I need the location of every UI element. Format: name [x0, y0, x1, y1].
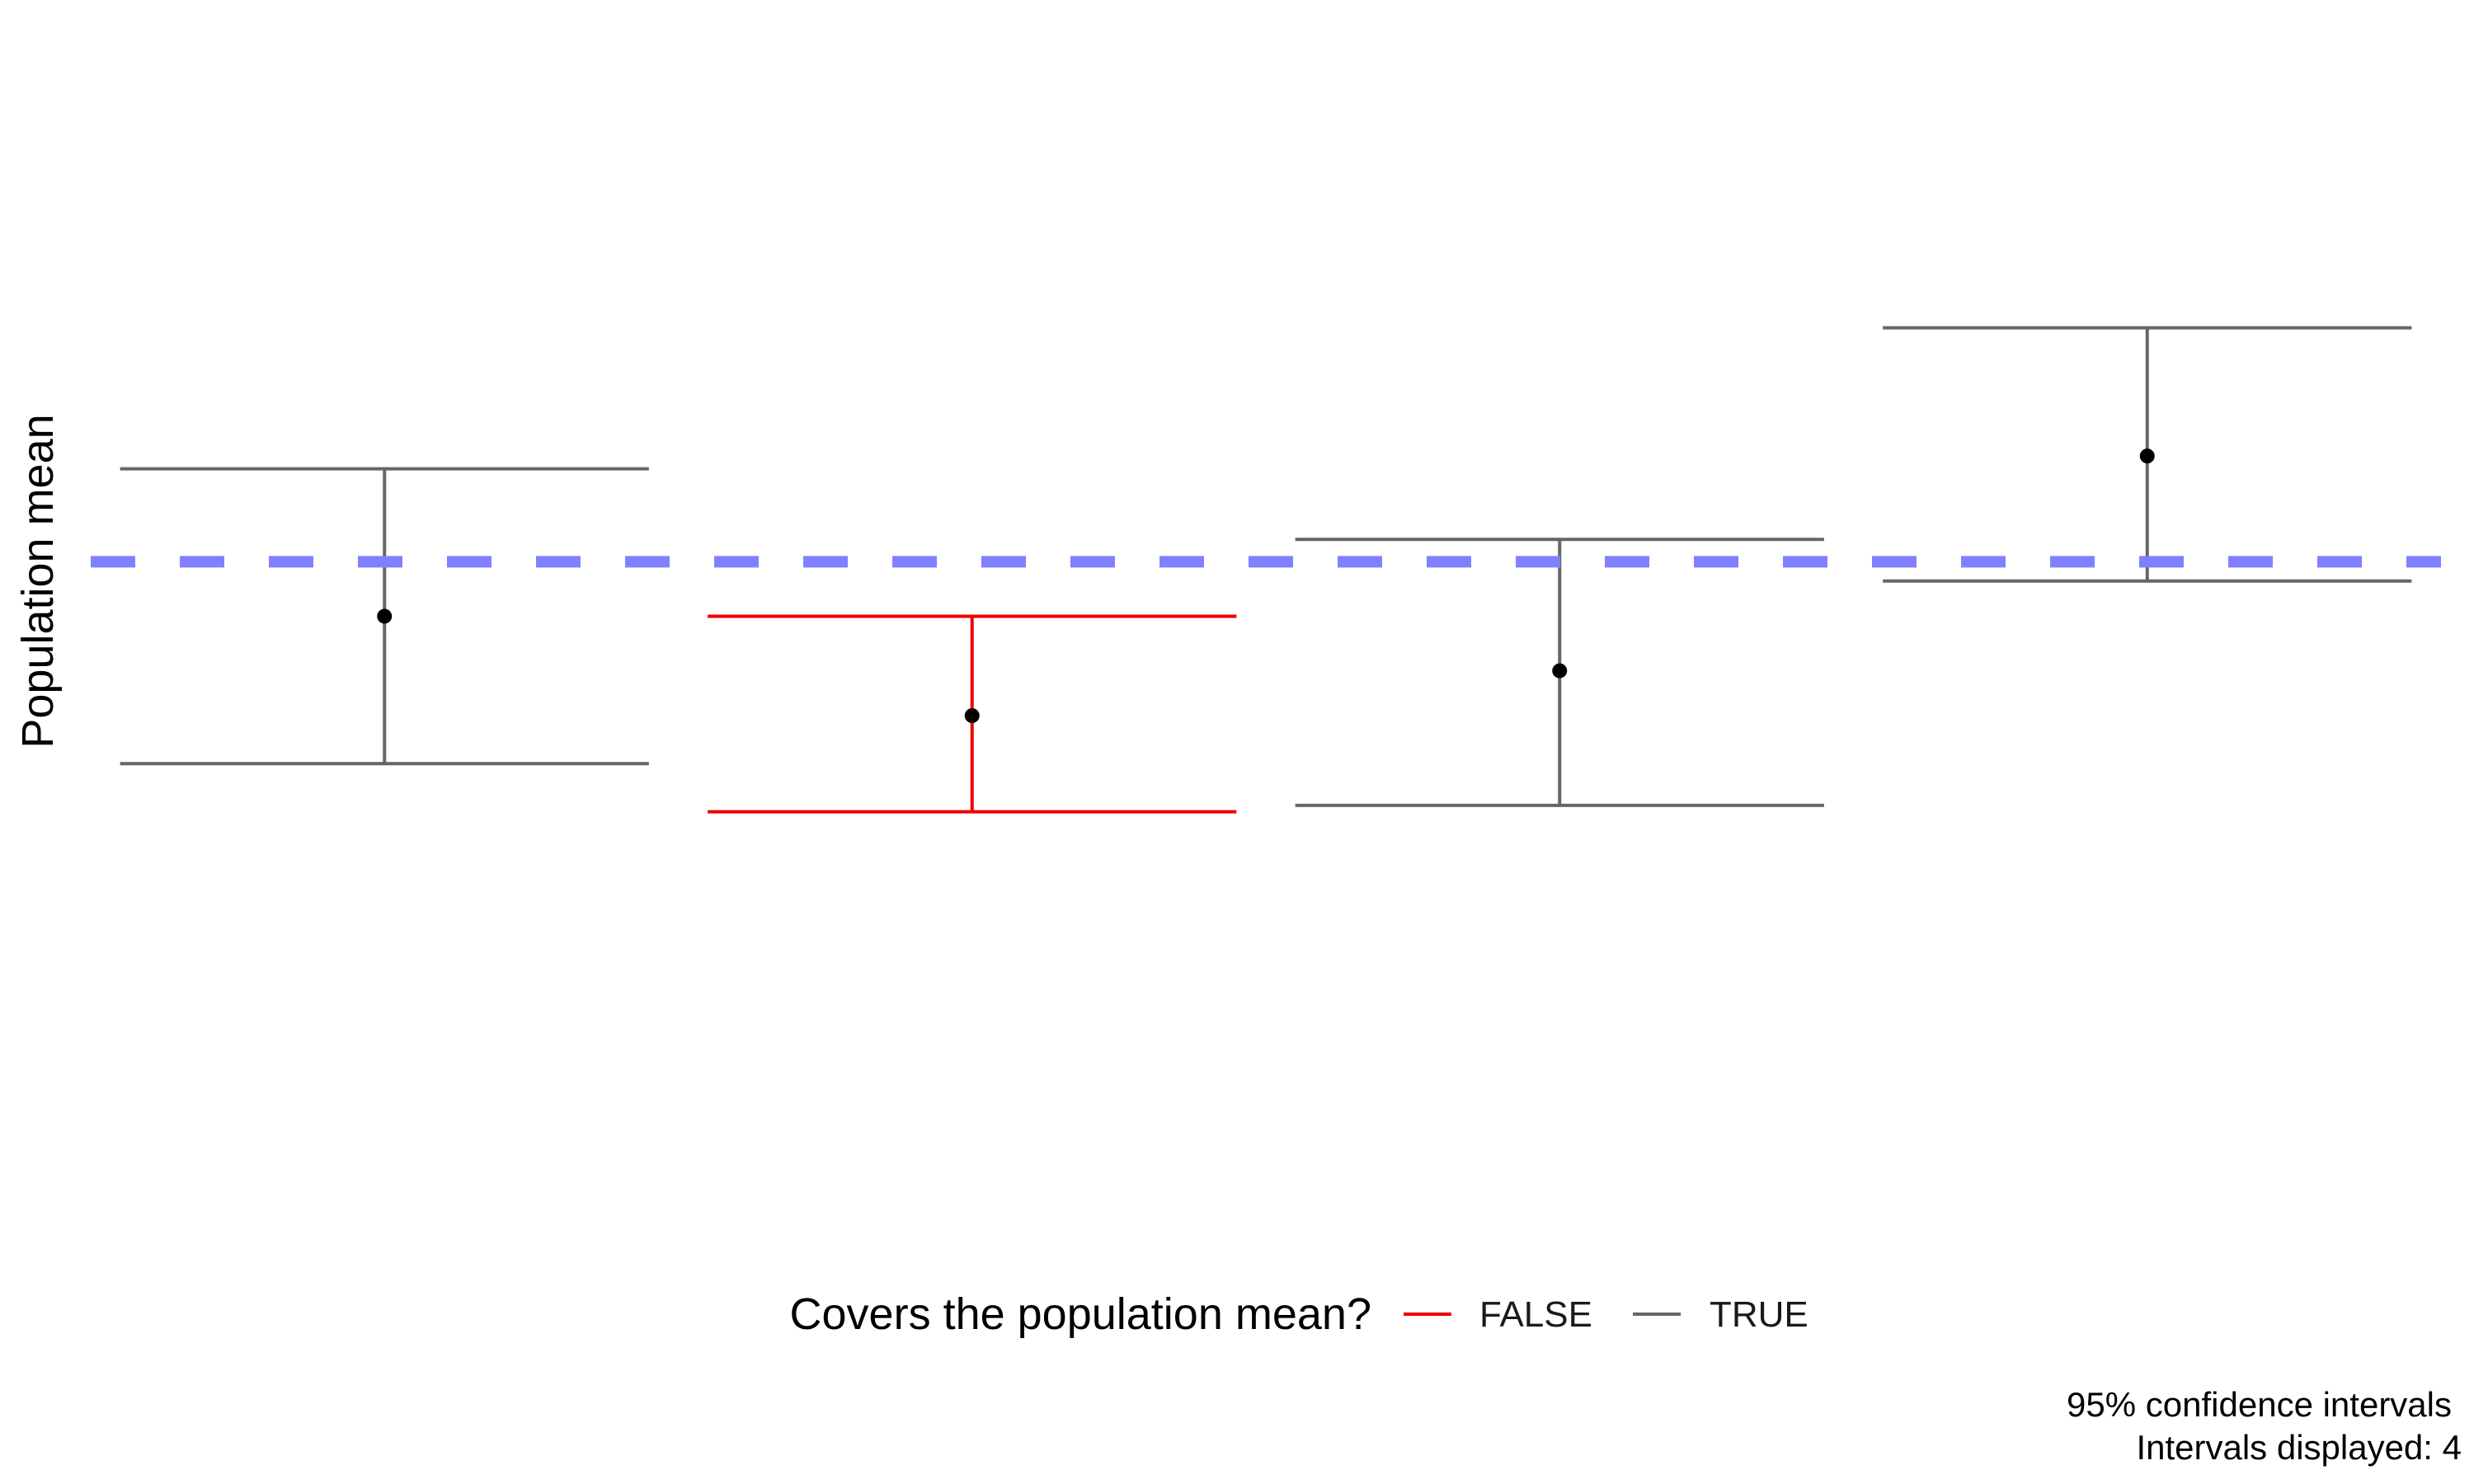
caption: 95% confidence intervals Intervals displ… [2067, 1385, 2462, 1467]
interval-point-estimate [377, 608, 393, 624]
legend-title: Covers the population mean? [790, 1289, 1371, 1339]
interval-1 [120, 467, 649, 766]
interval-point-estimate [2139, 448, 2155, 464]
interval-4 [1883, 326, 2412, 583]
legend: Covers the population mean? FALSE TRUE [790, 1289, 1808, 1339]
interval-point-estimate [964, 708, 980, 723]
legend-item-true: TRUE [1633, 1294, 1808, 1335]
interval-3 [1295, 538, 1824, 807]
legend-label-false: FALSE [1479, 1294, 1592, 1335]
interval-2 [708, 614, 1237, 814]
interval-point-estimate [1552, 663, 1568, 679]
caption-line-1: 95% confidence intervals [2067, 1385, 2452, 1424]
legend-label-true: TRUE [1710, 1294, 1808, 1335]
caption-line-2: Intervals displayed: 4 [2136, 1428, 2462, 1467]
legend-item-false: FALSE [1404, 1294, 1592, 1335]
y-axis-label: Population mean [13, 414, 63, 748]
plot-area [91, 326, 2441, 814]
